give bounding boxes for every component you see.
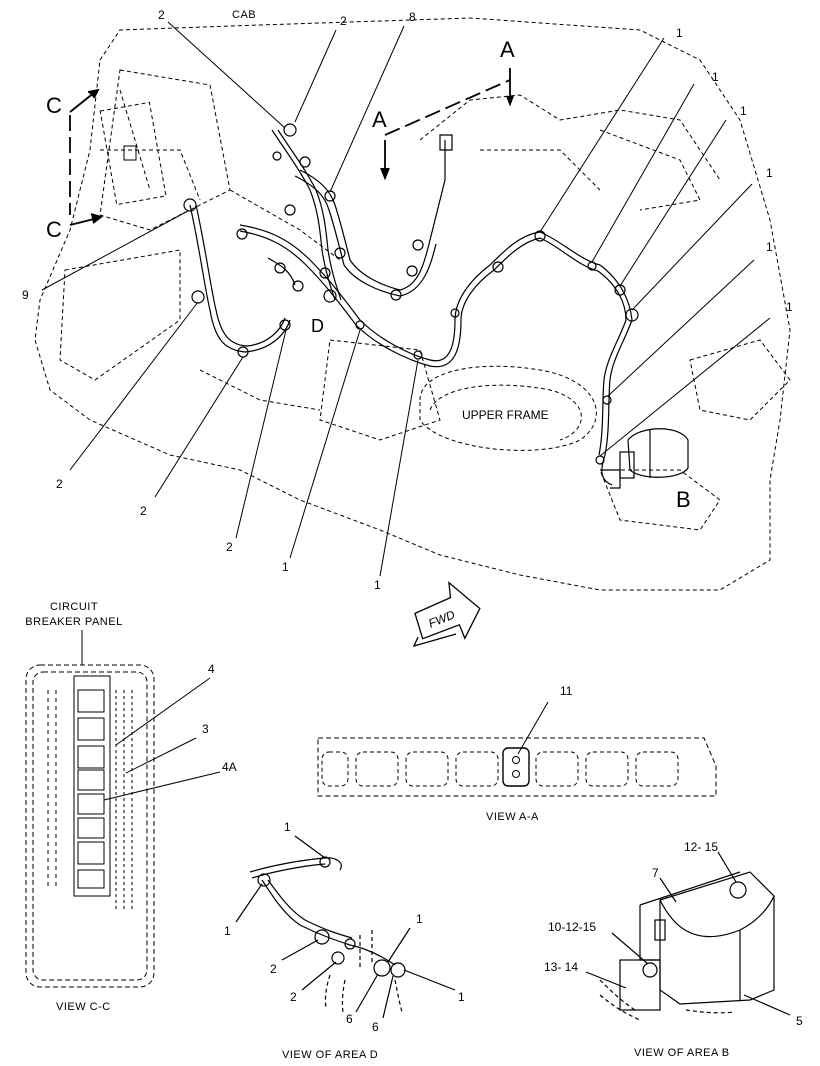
- callout-b-13-14: 13- 14: [544, 960, 579, 974]
- upper-frame-outline: [34, 17, 791, 591]
- cab-box: [99, 101, 167, 206]
- callout-main-2a: 2: [158, 8, 165, 22]
- callout-cc-4a: 4A: [222, 760, 237, 774]
- callout-main-9: 9: [22, 288, 29, 302]
- callout-d-2b: 2: [290, 990, 297, 1004]
- upper-frame-label: UPPER FRAME: [462, 408, 549, 422]
- view-aa-strip: [317, 701, 717, 797]
- callout-b-5: 5: [796, 1014, 803, 1028]
- callout-main-2c: 2: [56, 477, 63, 491]
- callout-main-2b: 2: [340, 14, 347, 28]
- component-b: [600, 428, 689, 489]
- callout-d-1d: 1: [458, 990, 465, 1004]
- view-area-b: [585, 851, 791, 1021]
- callout-d-1c: 1: [416, 912, 423, 926]
- callout-b-12-15: 12- 15: [684, 840, 719, 854]
- callout-d-1a: 1: [284, 820, 291, 834]
- area-b-label: B: [676, 487, 691, 512]
- section-a-label-2: A: [372, 107, 387, 132]
- callout-main-8: 8: [409, 10, 416, 24]
- callout-d-2a: 2: [270, 962, 277, 976]
- callout-d-1b: 1: [224, 924, 231, 938]
- leader-lines-main: [41, 21, 771, 577]
- callout-cc-3: 3: [202, 722, 209, 736]
- callout-b-7: 7: [652, 866, 659, 880]
- circuit-breaker-title-1: CIRCUIT: [49, 601, 99, 613]
- callout-main-1a: 1: [676, 26, 683, 40]
- section-arrow-c: [69, 88, 103, 226]
- callout-main-1e: 1: [766, 240, 773, 254]
- view-cc-panel: [25, 630, 221, 988]
- section-c-label-2: C: [46, 217, 62, 242]
- callout-main-1h: 1: [374, 578, 381, 592]
- callout-main-1d: 1: [766, 166, 773, 180]
- view-area-d: [235, 835, 456, 1019]
- section-c-label: C: [46, 93, 62, 118]
- harness-clips: [183, 123, 639, 465]
- callout-d-6a: 6: [346, 1012, 353, 1026]
- callout-d-6b: 6: [372, 1020, 379, 1034]
- callout-main-1b: 1: [712, 70, 719, 84]
- section-arrow-a: [380, 68, 514, 181]
- view-cc-caption: VIEW C-C: [56, 1001, 111, 1013]
- cab-label: CAB: [232, 9, 257, 21]
- view-area-b-caption: VIEW OF AREA B: [634, 1047, 730, 1059]
- callout-cc-4: 4: [208, 662, 215, 676]
- section-a-label: A: [500, 37, 515, 62]
- circuit-breaker-title-2: BREAKER PANEL: [25, 616, 123, 628]
- callout-aa-11: 11: [560, 684, 573, 698]
- view-aa-caption: VIEW A-A: [486, 811, 539, 823]
- callout-b-10-12-15: 10-12-15: [548, 920, 597, 934]
- view-area-d-caption: VIEW OF AREA D: [282, 1049, 379, 1061]
- callout-main-2e: 2: [226, 540, 233, 554]
- callout-main-1f: 1: [786, 300, 793, 314]
- callout-main-1g: 1: [282, 560, 289, 574]
- callout-main-1c: 1: [740, 104, 747, 118]
- cab-connector: [123, 145, 137, 161]
- wiring-harness: [189, 129, 633, 486]
- fwd-arrow: [412, 581, 481, 648]
- area-d-label: D: [311, 316, 324, 336]
- callout-main-2d: 2: [140, 504, 147, 518]
